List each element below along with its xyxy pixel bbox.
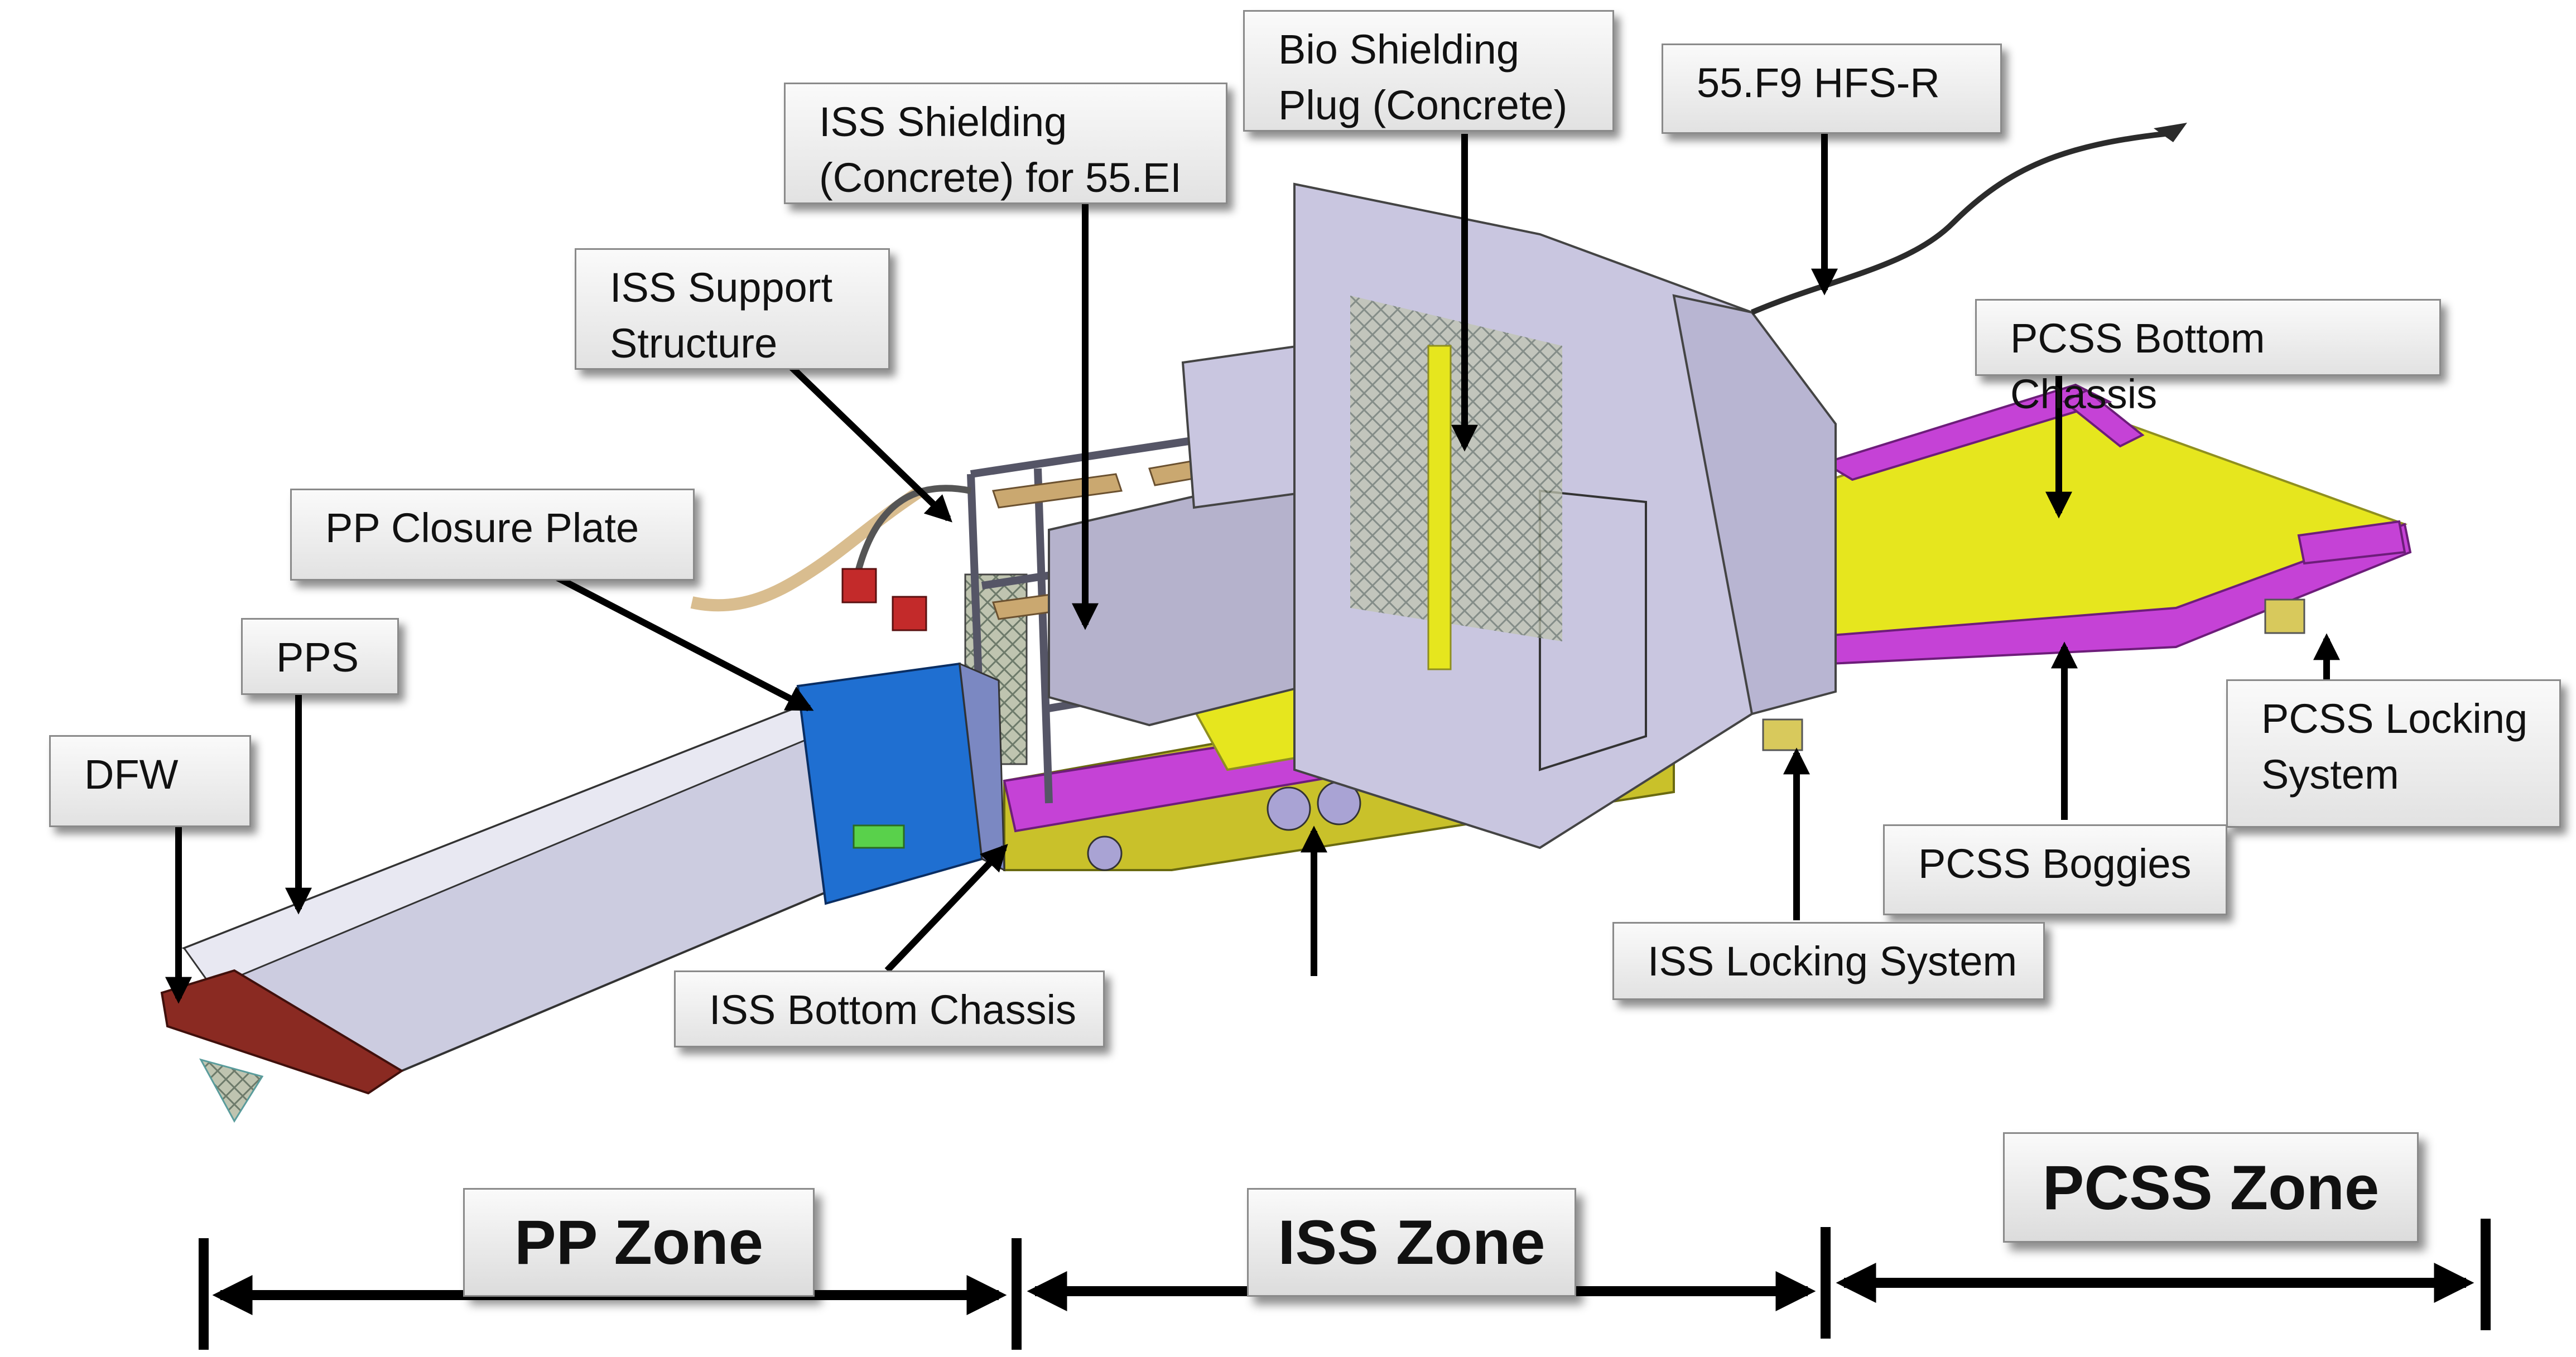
label-pps: PPS xyxy=(241,618,399,695)
zone-pp: PP Zone xyxy=(463,1188,815,1297)
zone-pcss: PCSS Zone xyxy=(2003,1132,2419,1243)
pcss-chassis xyxy=(1762,383,2412,751)
callout-arrows xyxy=(165,134,2340,1004)
zone-iss: ISS Zone xyxy=(1247,1188,1576,1297)
label-hfs-r: 55.F9 HFS-R xyxy=(1662,44,2002,134)
label-pp-closure-plate: PP Closure Plate xyxy=(290,489,695,581)
label-pcss-boggies: PCSS Boggies xyxy=(1883,824,2227,915)
port-plug xyxy=(160,662,1005,1123)
label-pcss-locking-system: PCSS Locking System xyxy=(2226,679,2561,828)
label-pcss-bottom-chassis: PCSS Bottom Chassis xyxy=(1975,299,2441,417)
hfs-r-cable xyxy=(1751,131,2165,315)
label-iss-locking-system: ISS Locking System xyxy=(1612,922,2045,1000)
bio-shielding-plug xyxy=(1293,182,1837,849)
label-iss-support-structure: ISS Support Structure xyxy=(575,248,890,370)
label-iss-shielding: ISS Shielding (Concrete) for 55.EI xyxy=(784,83,1227,204)
label-dfw: DFW xyxy=(49,735,251,827)
label-bio-shielding-plug: Bio Shielding Plug (Concrete) xyxy=(1243,10,1614,132)
label-iss-bottom-chassis: ISS Bottom Chassis xyxy=(674,970,1105,1047)
